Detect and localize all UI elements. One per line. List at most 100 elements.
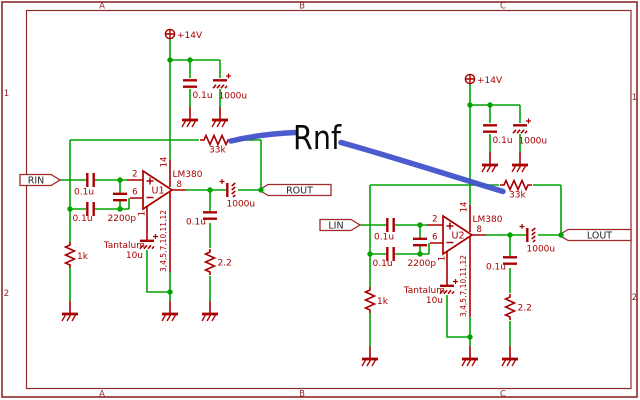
row-label-left-2: 2 xyxy=(4,289,9,299)
junction-dot xyxy=(167,57,173,63)
input-cap-value: 0.1u xyxy=(74,188,94,198)
zobel-cap-value: 0.1u xyxy=(486,263,506,273)
input-bias-value: 1k xyxy=(377,297,389,307)
compensation-cap-value: 2200p xyxy=(108,214,137,224)
supply-bulk-value: 1000u xyxy=(519,137,548,147)
zobel-resistor xyxy=(204,248,216,276)
supply-bulk-value: 1000u xyxy=(219,92,248,102)
zobel-cap-value: 0.1u xyxy=(186,218,206,228)
marker-stroke-to-left-33k xyxy=(228,129,298,144)
supply-bulk-cap xyxy=(211,72,233,90)
bypass-cap-type: Tantalum xyxy=(403,286,445,296)
zobel-resistor-value: 2.2 xyxy=(518,304,532,314)
junction-dot xyxy=(507,232,513,238)
junction-dot xyxy=(117,177,123,183)
net-flag-input xyxy=(19,173,62,187)
power-flag-icon xyxy=(464,73,476,85)
pin-number-noninv: 2 xyxy=(432,215,437,225)
opamp-plus-icon xyxy=(146,177,154,185)
marker-stroke-to-right-33k xyxy=(338,139,506,195)
column-label-bottom-b: B xyxy=(299,390,305,400)
junction-dot xyxy=(67,206,73,212)
wires-u1 xyxy=(60,39,262,301)
pin-number-bypass: 1 xyxy=(138,211,148,216)
input-bias-resistor xyxy=(64,241,76,269)
pin-number-inv: 6 xyxy=(132,188,137,198)
net-flag-output xyxy=(257,183,332,197)
compensation-cap xyxy=(411,237,429,247)
pin-number-inv: 6 xyxy=(432,233,437,243)
ground-symbol xyxy=(510,150,530,174)
junction-dot xyxy=(467,102,473,108)
bypass-cap-value: 10u xyxy=(426,296,443,306)
input-coupling-cap xyxy=(86,171,95,189)
input-coupling-cap xyxy=(386,216,395,234)
zobel-resistor xyxy=(504,293,516,321)
column-label-bottom-a: A xyxy=(99,390,105,400)
ground-symbol xyxy=(200,299,220,323)
power-flag-icon xyxy=(164,28,176,40)
junction-dot xyxy=(167,289,173,295)
ground-symbol xyxy=(500,344,520,368)
amplifier-channel-u2: +14V 0.1u 1000u 33k LIN 0.1u 2200p 0.1u … xyxy=(319,73,632,368)
output-net-label: LOUT xyxy=(587,231,612,242)
output-coupling-value: 1000u xyxy=(227,200,256,210)
ground-symbol xyxy=(480,150,500,174)
row-label-left-1: 1 xyxy=(4,89,9,99)
ground-symbol xyxy=(160,299,180,323)
input-bias-value: 1k xyxy=(77,252,89,262)
amplifier-channel-u1: +14V 0.1u 1000u 33k RIN 0.1u 2200p 0.1u … xyxy=(19,28,332,323)
pin-number-out: 8 xyxy=(477,225,482,235)
opamp-triangle xyxy=(142,169,174,211)
junction-dot xyxy=(487,102,493,108)
column-label-top-a: A xyxy=(99,2,105,12)
ground-symbol xyxy=(60,299,80,323)
feedback-resistor xyxy=(499,179,533,191)
wires-u2 xyxy=(360,84,562,346)
ground-symbol xyxy=(460,344,480,368)
output-net-label: ROUT xyxy=(286,186,313,197)
opamp-designator: U1 xyxy=(152,186,165,197)
junction-dot xyxy=(417,222,423,228)
opamp-part-number: LM380 xyxy=(473,215,503,225)
junction-dot xyxy=(207,187,213,193)
junction-dot xyxy=(558,232,564,238)
compensation-cap xyxy=(111,192,129,202)
supply-voltage-label: +14V xyxy=(177,31,203,41)
ground-symbol xyxy=(210,105,230,129)
ground-symbol xyxy=(180,105,200,129)
inverting-cap-value: 0.1u xyxy=(73,214,93,224)
column-label-bottom-c: C xyxy=(500,390,506,400)
compensation-cap-value: 2200p xyxy=(408,259,437,269)
opamp-triangle xyxy=(442,214,474,256)
pin-number-vplus: 14 xyxy=(460,202,470,213)
supply-bypass-cap xyxy=(181,79,199,88)
junction-dot xyxy=(117,206,123,212)
pin-number-bypass: 1 xyxy=(438,256,448,261)
bypass-cap-type: Tantalum xyxy=(103,241,145,251)
pin-number-noninv: 2 xyxy=(132,170,137,180)
feedback-resistor-value: 33k xyxy=(209,146,226,156)
junction-dot xyxy=(367,251,373,257)
supply-bypass-value: 0.1u xyxy=(193,91,213,101)
opamp-plus-icon xyxy=(446,222,454,230)
zobel-resistor-value: 2.2 xyxy=(218,259,232,269)
supply-bypass-value: 0.1u xyxy=(493,136,513,146)
bypass-cap-value: 10u xyxy=(126,251,143,261)
pin-number-vplus: 14 xyxy=(160,157,170,168)
input-net-label: LIN xyxy=(328,221,343,232)
output-coupling-value: 1000u xyxy=(527,245,556,255)
row-label-right-2: 2 xyxy=(632,293,637,303)
net-flag-input xyxy=(319,218,362,232)
supply-bulk-cap xyxy=(511,117,533,135)
pin-numbers-gnd: 3,4,5,7,10,11,12 xyxy=(459,255,468,317)
column-label-top-c: C xyxy=(500,2,506,12)
pin-number-out: 8 xyxy=(177,180,182,190)
feedback-resistor-value: 33k xyxy=(509,191,526,201)
pin-numbers-gnd: 3,4,5,7,10,11,12 xyxy=(159,210,168,272)
net-flag-output xyxy=(557,228,632,242)
